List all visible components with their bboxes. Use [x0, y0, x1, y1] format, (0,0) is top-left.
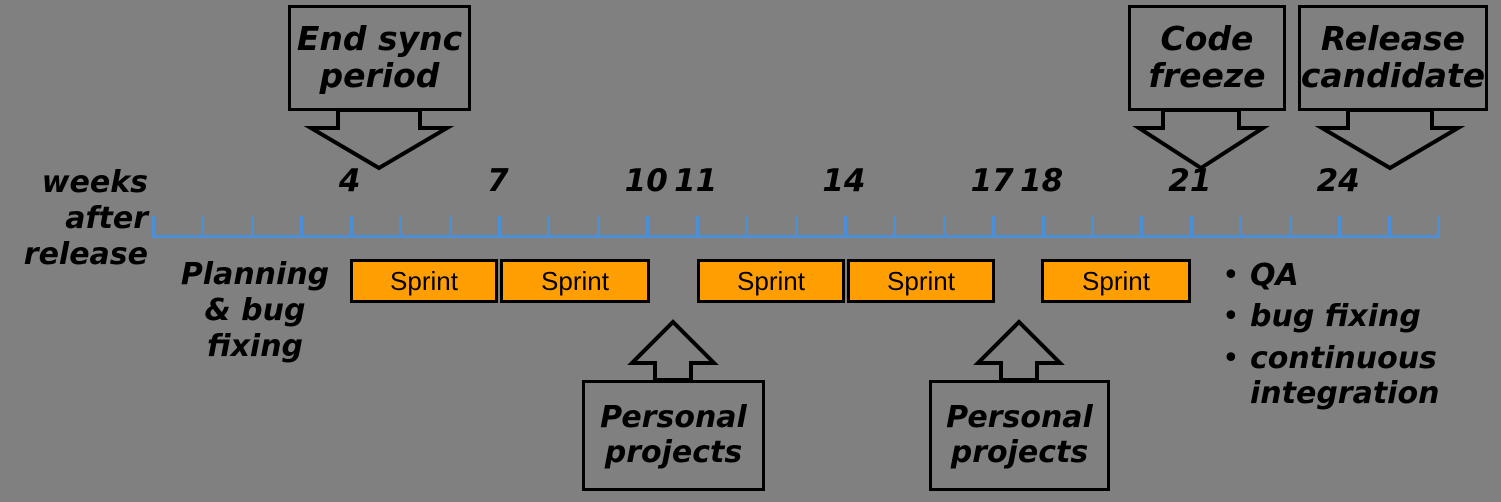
arrow-up-personal-projects-2: [973, 319, 1065, 382]
axis-tick: [1288, 216, 1292, 238]
sprint-box-4: Sprint: [847, 259, 995, 303]
notes-list: • QA • bug fixing • continuous integration: [1222, 258, 1501, 418]
bullet-icon: •: [1222, 299, 1240, 335]
week-label-21: 21: [1168, 163, 1212, 199]
axis-tick: [152, 216, 155, 238]
axis-caption: weeks after release: [23, 165, 148, 272]
axis-tick: [1338, 216, 1342, 238]
sprint-box-3: Sprint: [697, 259, 845, 303]
axis-tick: [745, 216, 749, 238]
box-personal-projects-2: Personal projects: [929, 380, 1110, 491]
callout-end-sync-period: End sync period: [288, 5, 471, 111]
axis-tick: [300, 216, 304, 238]
note-item-1-label: QA: [1250, 258, 1299, 293]
bullet-icon: •: [1222, 258, 1240, 293]
box-personal-projects-1-label: Personal projects: [600, 400, 747, 470]
week-label-18: 18: [1020, 163, 1064, 199]
axis-tick: [201, 216, 205, 238]
axis-tick: [1387, 216, 1391, 238]
arrow-down-release-candidate: [1314, 108, 1466, 171]
bullet-icon: •: [1222, 340, 1240, 376]
axis-tick: [497, 216, 501, 238]
week-label-4: 4: [338, 163, 361, 199]
week-label-10: 10: [624, 163, 668, 199]
box-personal-projects-2-label: Personal projects: [946, 400, 1093, 470]
box-personal-projects-1: Personal projects: [582, 380, 765, 491]
callout-release-candidate: Release candidate: [1298, 5, 1488, 111]
note-item-3-label: continuous integration: [1250, 340, 1440, 412]
axis-tick: [250, 216, 254, 238]
sprint-box-1: Sprint: [350, 259, 498, 303]
sprint-box-2: Sprint: [500, 259, 650, 303]
note-item-2: • bug fixing: [1222, 299, 1501, 334]
axis-tick: [1041, 216, 1045, 238]
arrow-down-code-freeze: [1132, 108, 1270, 171]
note-item-3: • continuous integration: [1222, 341, 1501, 412]
axis-tick: [646, 216, 650, 238]
callout-end-sync-label: End sync period: [296, 19, 463, 95]
axis-tick: [1437, 216, 1440, 238]
note-item-2-label: bug fixing: [1250, 299, 1421, 335]
planning-and-bug-fixing-label: Planning & bug fixing: [180, 257, 330, 364]
axis-tick: [1091, 216, 1095, 238]
axis-tick: [695, 216, 699, 238]
axis-tick: [596, 216, 600, 238]
axis-tick: [349, 216, 353, 238]
week-label-24: 24: [1316, 163, 1360, 199]
axis-tick: [843, 216, 847, 238]
sprint-box-5: Sprint: [1041, 259, 1191, 303]
week-label-17: 17: [970, 163, 1014, 199]
axis-tick: [992, 216, 996, 238]
axis-tick: [893, 216, 897, 238]
axis-tick: [1189, 216, 1193, 238]
callout-code-freeze: Code freeze: [1128, 5, 1286, 111]
axis-tick: [399, 216, 403, 238]
axis-tick: [942, 216, 946, 238]
axis-tick: [448, 216, 452, 238]
week-label-14: 14: [822, 163, 866, 199]
axis-tick: [794, 216, 798, 238]
axis-tick: [547, 216, 551, 238]
week-label-7: 7: [487, 163, 509, 199]
arrow-down-end-sync: [303, 108, 455, 171]
callout-code-freeze-label: Code freeze: [1148, 19, 1266, 95]
arrow-up-personal-projects-1: [627, 319, 719, 382]
callout-release-candidate-label: Release candidate: [1300, 19, 1486, 95]
axis-tick: [1239, 216, 1243, 238]
week-label-11: 11: [674, 163, 718, 199]
timeline-axis: [152, 210, 1440, 238]
axis-tick: [1140, 216, 1144, 238]
note-item-1: • QA: [1222, 258, 1501, 293]
